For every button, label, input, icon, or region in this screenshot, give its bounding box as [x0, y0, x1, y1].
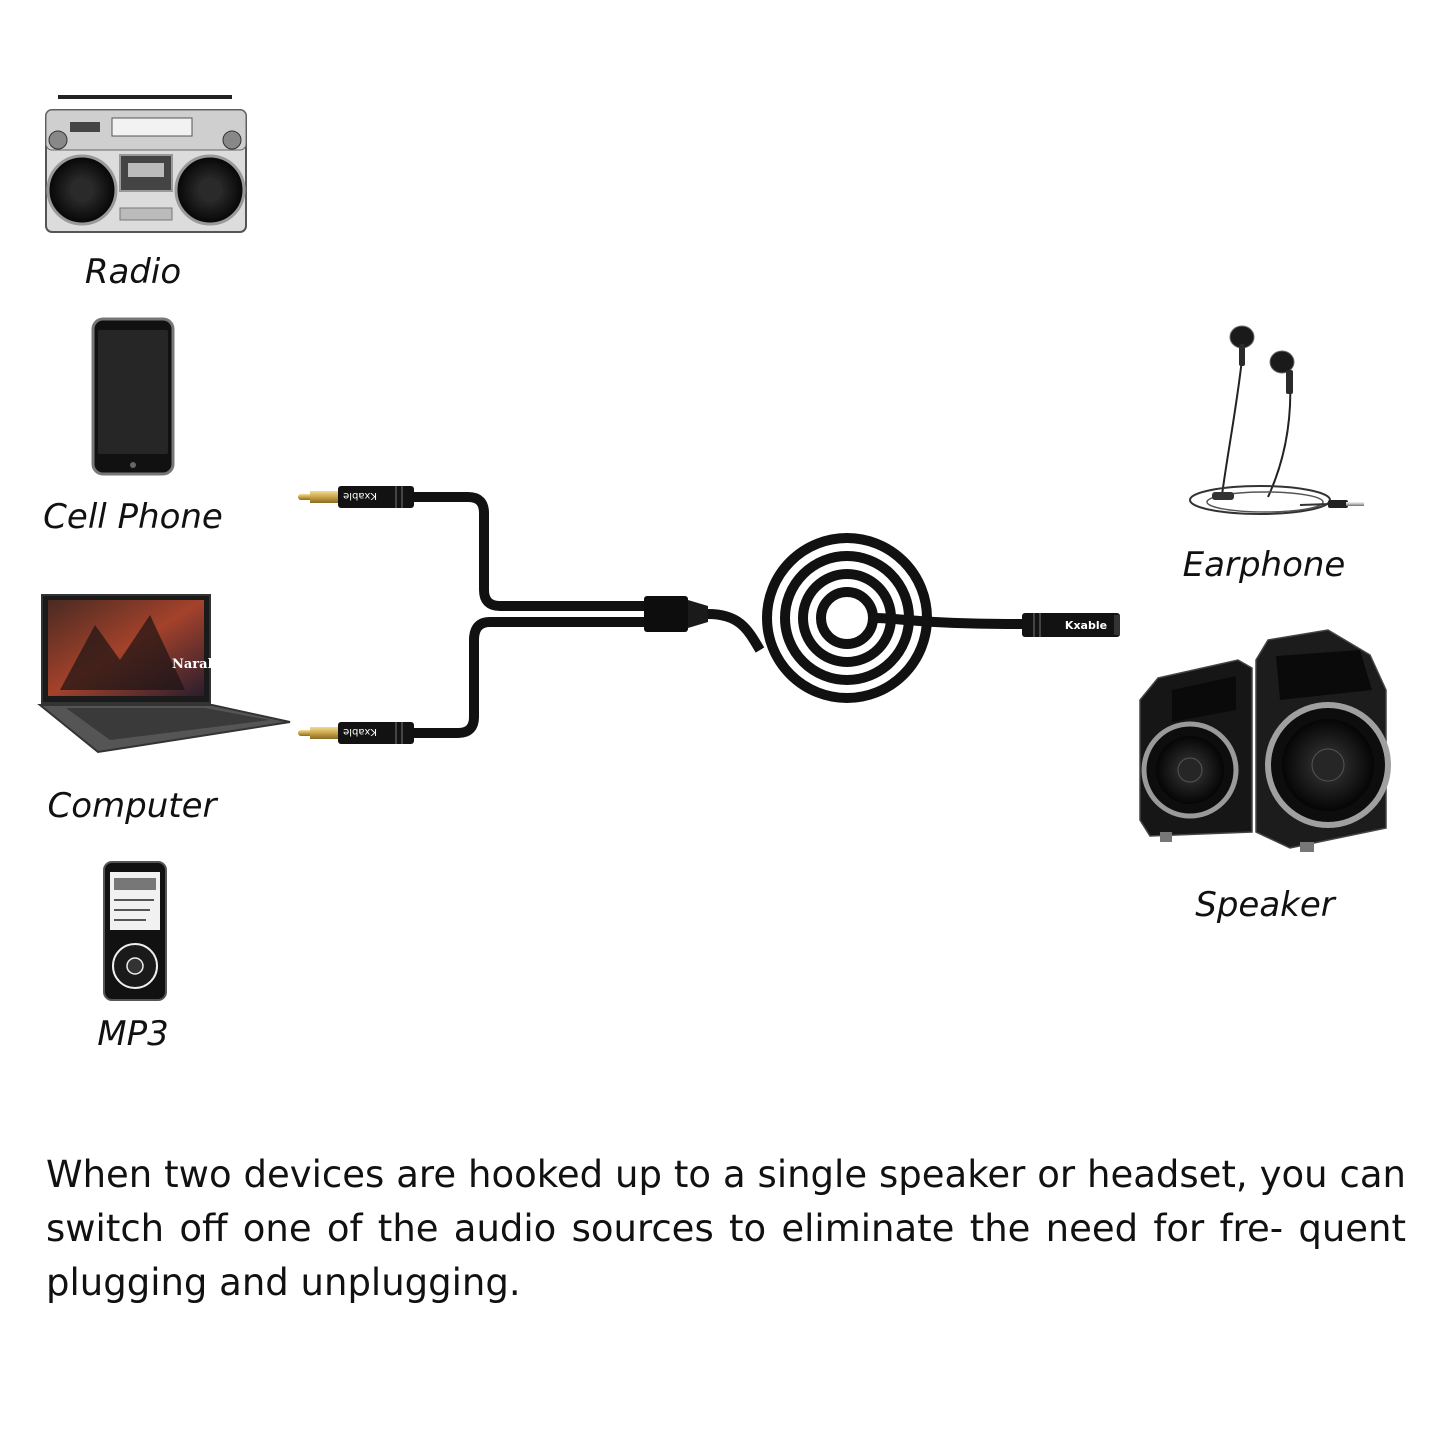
aux-plug-top: Kxable [298, 486, 414, 508]
cell-phone-icon [91, 317, 175, 476]
y-splitter-cable [412, 492, 1025, 738]
radio-label: Radio [84, 252, 182, 292]
mp3-label: MP3 [97, 1014, 169, 1054]
cell-phone-label: Cell Phone [43, 497, 223, 537]
speaker-icon [1139, 629, 1391, 852]
aux-plug-bottom: Kxable [298, 722, 414, 744]
mp3-player-icon [103, 861, 167, 1001]
svg-text:Naraka: Naraka [172, 657, 226, 672]
radio-icon [45, 95, 247, 233]
aux-female-jack: Kxable [1022, 613, 1120, 637]
laptop-icon: Naraka [37, 594, 291, 754]
female-brand: Kxable [1065, 619, 1107, 632]
computer-label: Computer [47, 786, 217, 826]
plug-brand-bottom: Kxable [343, 726, 377, 737]
plug-brand-top: Kxable [343, 490, 377, 501]
earphone-label: Earphone [1182, 545, 1346, 585]
caption-text: When two devices are hooked up to a sing… [46, 1153, 1406, 1304]
earphone-icon [1189, 325, 1364, 515]
speaker-label: Speaker [1195, 885, 1335, 925]
